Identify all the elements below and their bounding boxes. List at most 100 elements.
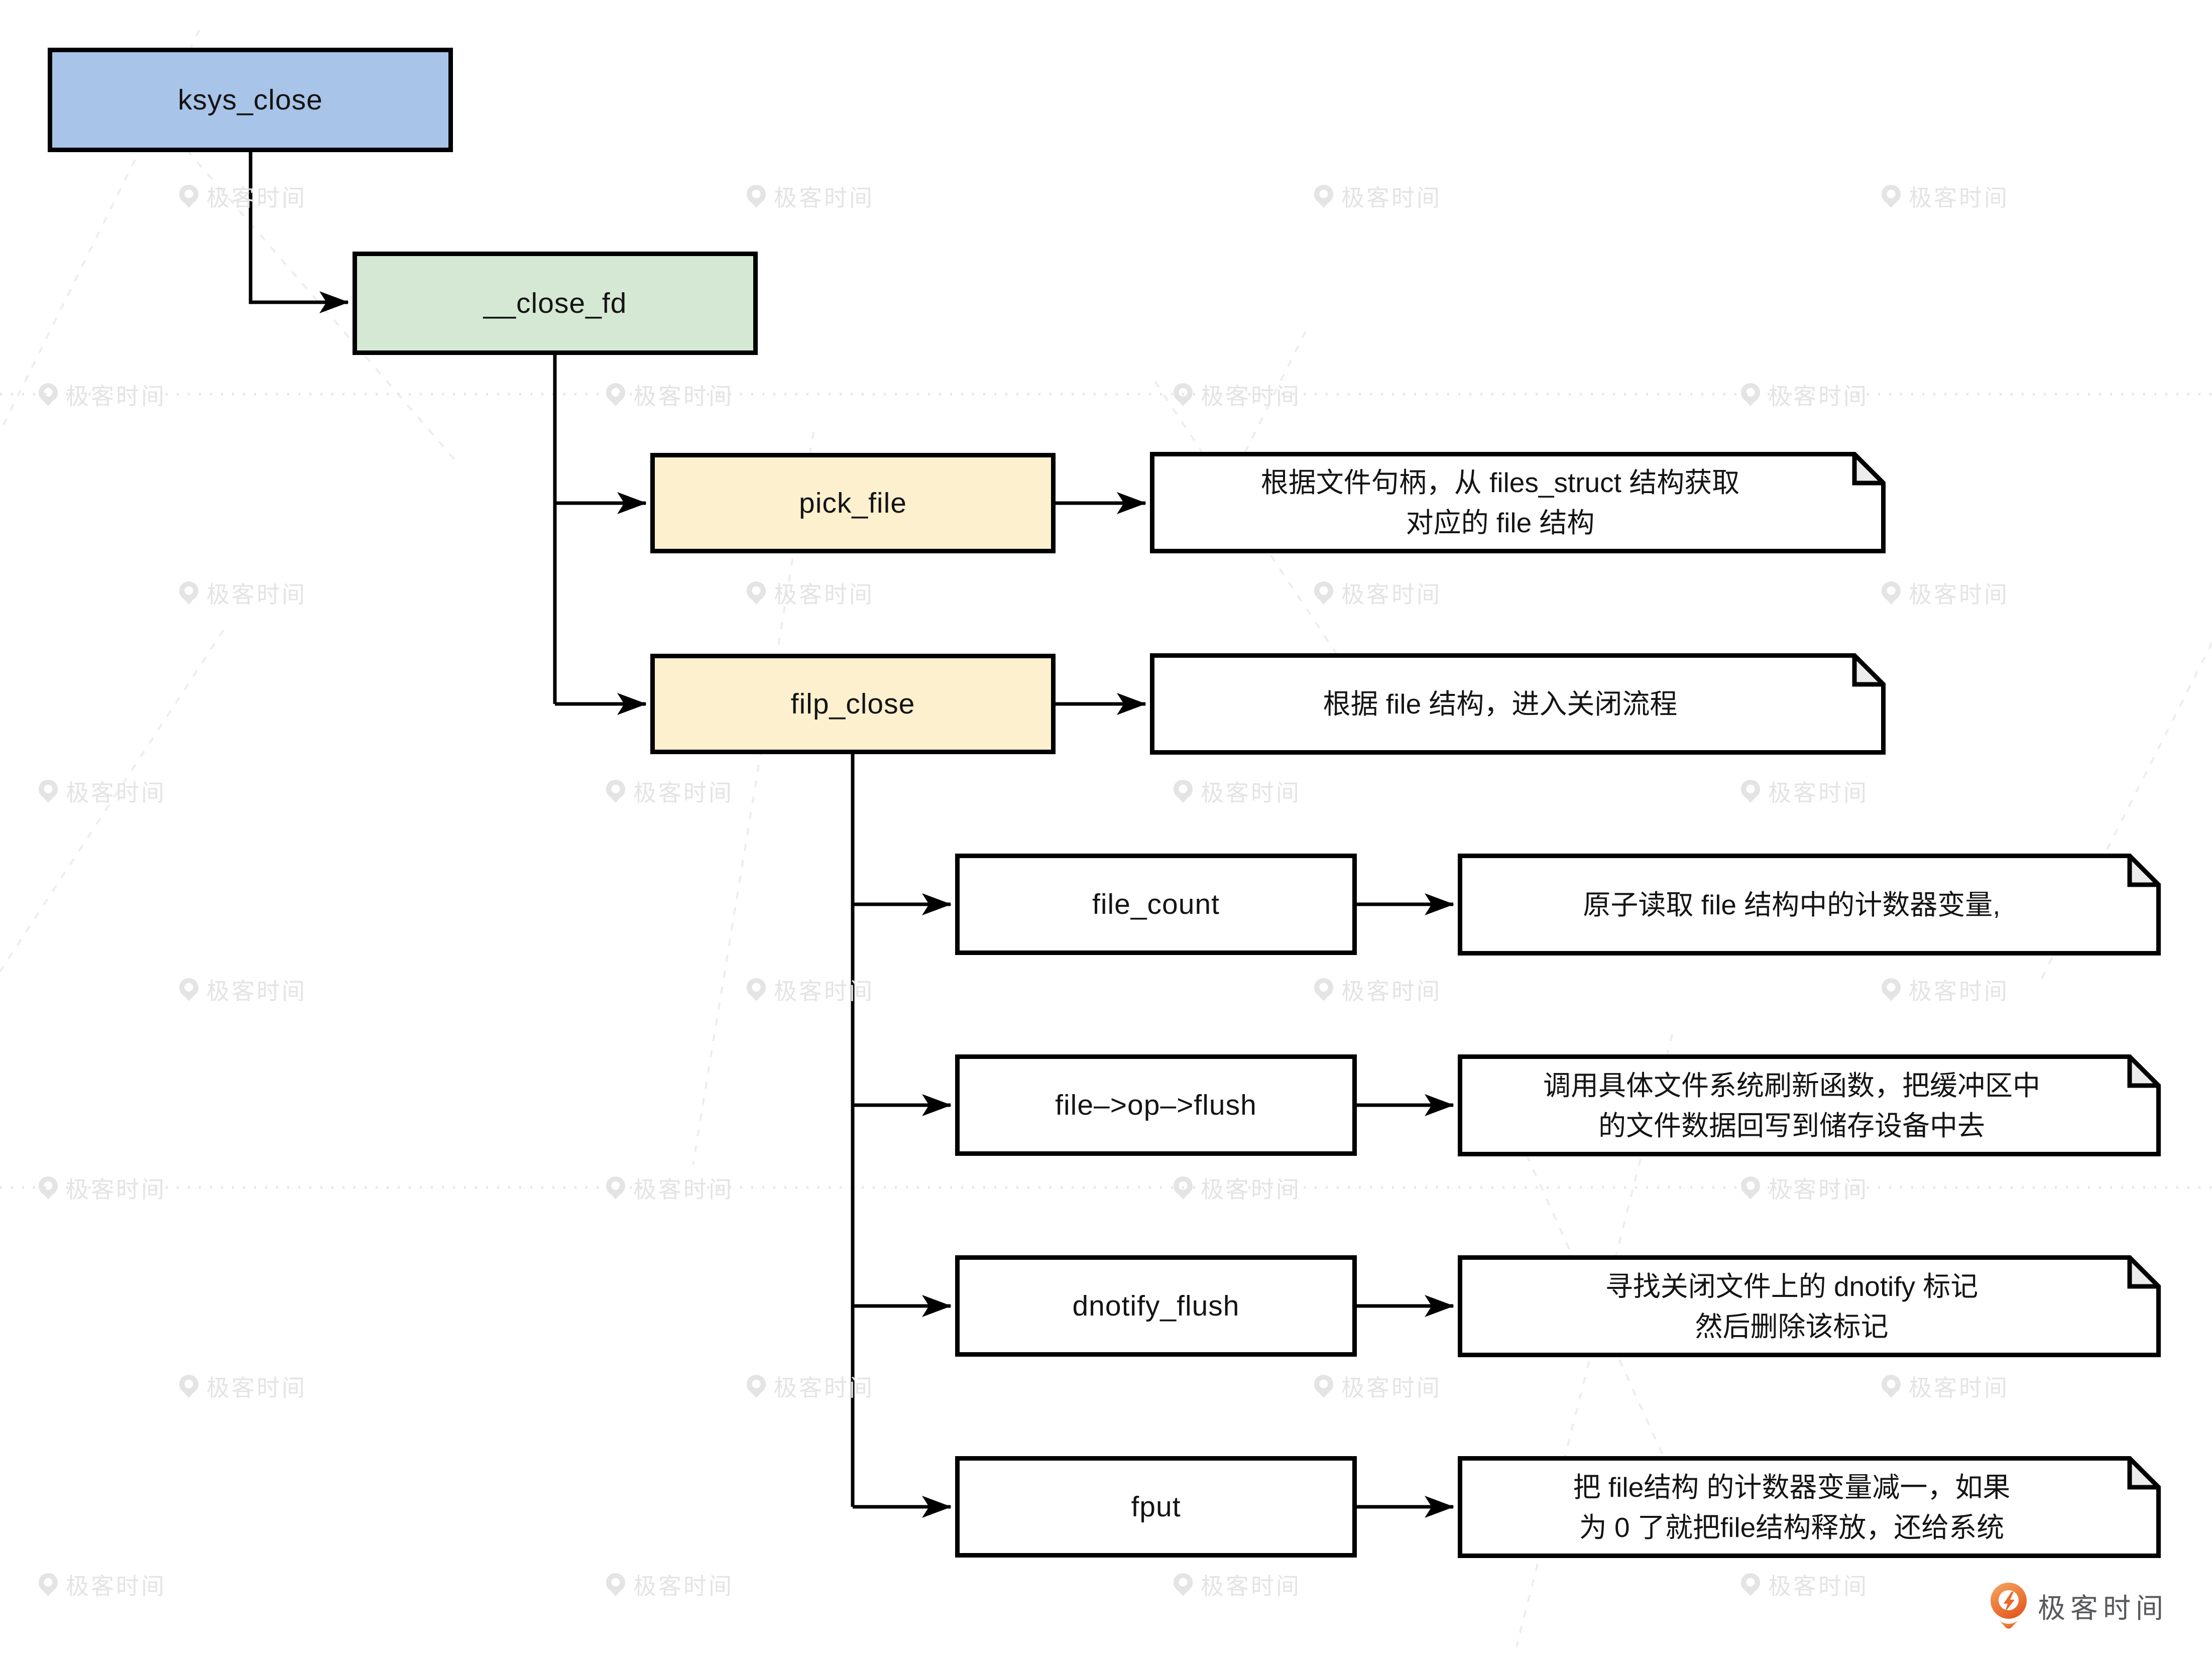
watermark: 极客时间 xyxy=(1173,1171,1301,1205)
watermark: 极客时间 xyxy=(746,973,874,1006)
note-line: 为 0 了就把file结构释放，还给系统 xyxy=(1579,1511,2005,1543)
note-text: 调用具体文件系统刷新函数，把缓冲区中 的文件数据回写到储存设备中去 xyxy=(1458,1054,2126,1156)
note-text: 把 file结构 的计数器变量减一，如果 为 0 了就把file结构释放，还给系… xyxy=(1458,1456,2126,1558)
node-label: file–>op–>flush xyxy=(1055,1089,1257,1121)
watermark: 极客时间 xyxy=(605,378,734,411)
geektime-pin-icon xyxy=(606,1176,626,1200)
geektime-pin-icon xyxy=(1314,185,1334,208)
node-label: ksys_close xyxy=(178,84,323,116)
geektime-pin-icon xyxy=(179,1375,199,1398)
node-dnotify-flush: dnotify_flush xyxy=(955,1255,1357,1357)
watermark: 极客时间 xyxy=(1313,576,1442,610)
watermark: 极客时间 xyxy=(746,1370,874,1403)
node-ksys-close: ksys_close xyxy=(48,48,453,152)
geektime-pin-icon xyxy=(746,581,766,605)
watermark: 极客时间 xyxy=(38,378,166,411)
geektime-pin-icon xyxy=(179,581,199,605)
note-line: 原子读取 file 结构中的计数器变量, xyxy=(1583,889,2001,920)
note-line: 根据 file 结构，进入关闭流程 xyxy=(1323,688,1678,720)
note-filp-close: 根据 file 结构，进入关闭流程 xyxy=(1150,653,1886,755)
watermark-diagonal-lines xyxy=(0,30,2212,1647)
node-file-count: file_count xyxy=(955,854,1357,955)
note-fput: 把 file结构 的计数器变量减一，如果 为 0 了就把file结构释放，还给系… xyxy=(1458,1456,2161,1558)
note-file-op-flush: 调用具体文件系统刷新函数，把缓冲区中 的文件数据回写到储存设备中去 xyxy=(1458,1054,2161,1156)
watermark: 极客时间 xyxy=(1313,973,1442,1006)
note-fold-corner xyxy=(1852,653,1886,687)
watermark: 极客时间 xyxy=(1173,378,1301,411)
note-fold-corner xyxy=(2127,1255,2161,1289)
watermark: 极客时间 xyxy=(746,576,874,610)
geektime-pin-icon xyxy=(38,780,58,803)
watermark: 极客时间 xyxy=(1173,1568,1301,1601)
geektime-pin-icon xyxy=(38,1176,58,1200)
note-line: 寻找关闭文件上的 dnotify 标记 xyxy=(1605,1270,1978,1302)
note-line: 的文件数据回写到储存设备中去 xyxy=(1598,1110,1985,1141)
geektime-pin-icon xyxy=(606,780,626,803)
geektime-pin-icon xyxy=(1314,978,1334,1001)
geektime-pin-icon xyxy=(1881,581,1901,605)
geektime-pin-icon xyxy=(1173,780,1193,803)
node-label: __close_fd xyxy=(483,287,627,319)
watermark: 极客时间 xyxy=(1881,576,2009,610)
geektime-pin-icon xyxy=(1173,1176,1193,1200)
node-label: filp_close xyxy=(790,688,915,720)
watermark: 极客时间 xyxy=(1740,1568,1869,1601)
note-dnotify-flush: 寻找关闭文件上的 dnotify 标记 然后删除该标记 xyxy=(1458,1255,2161,1357)
geektime-pin-icon xyxy=(1314,1375,1334,1398)
geektime-pin-icon xyxy=(1881,978,1901,1001)
note-line: 对应的 file 结构 xyxy=(1406,507,1595,538)
note-text: 原子读取 file 结构中的计数器变量, xyxy=(1458,854,2126,956)
node-file-op-flush: file–>op–>flush xyxy=(955,1054,1357,1156)
geektime-pin-icon xyxy=(1173,383,1193,406)
node-fput: fput xyxy=(955,1456,1357,1558)
watermark: 极客时间 xyxy=(605,1568,734,1601)
watermark: 极客时间 xyxy=(1881,180,2009,213)
note-line: 然后删除该标记 xyxy=(1695,1310,1889,1342)
node-close-fd: __close_fd xyxy=(353,252,758,355)
geektime-pin-icon xyxy=(1881,1375,1901,1398)
watermark: 极客时间 xyxy=(1881,973,2009,1006)
geektime-logo-icon xyxy=(1991,1583,2027,1629)
geektime-pin-icon xyxy=(746,1375,766,1398)
note-file-count: 原子读取 file 结构中的计数器变量, xyxy=(1458,854,2161,956)
geektime-pin-icon xyxy=(1740,1573,1761,1596)
watermark: 极客时间 xyxy=(38,775,166,808)
note-fold-corner xyxy=(2127,854,2161,887)
note-text: 根据 file 结构，进入关闭流程 xyxy=(1150,653,1850,755)
geektime-pin-icon xyxy=(1314,581,1334,605)
watermark: 极客时间 xyxy=(178,576,307,610)
watermark: 极客时间 xyxy=(1313,180,1442,213)
watermark: 极客时间 xyxy=(1313,1370,1442,1403)
geektime-brand: 极客时间 xyxy=(1990,1583,2168,1629)
geektime-pin-icon xyxy=(1881,185,1901,208)
watermark: 极客时间 xyxy=(1740,1171,1869,1205)
brand-name: 极客时间 xyxy=(2038,1593,2169,1624)
watermark: 极客时间 xyxy=(178,180,307,213)
watermark: 极客时间 xyxy=(1881,1370,2009,1403)
geektime-pin-icon xyxy=(746,185,766,208)
note-text: 寻找关闭文件上的 dnotify 标记 然后删除该标记 xyxy=(1458,1255,2126,1357)
note-pick-file: 根据文件句柄，从 files_struct 结构获取 对应的 file 结构 xyxy=(1150,452,1886,553)
watermark: 极客时间 xyxy=(38,1171,166,1205)
geektime-pin-icon xyxy=(38,383,58,406)
watermark: 极客时间 xyxy=(38,1568,166,1601)
note-fold-corner xyxy=(2127,1456,2161,1490)
geektime-pin-icon xyxy=(1173,1573,1193,1596)
watermark: 极客时间 xyxy=(178,973,307,1006)
geektime-pin-icon xyxy=(606,383,626,406)
geektime-pin-icon xyxy=(1740,780,1761,803)
node-label: fput xyxy=(1131,1491,1181,1523)
watermark: 极客时间 xyxy=(1740,378,1869,411)
geektime-pin-icon xyxy=(179,185,199,208)
note-fold-corner xyxy=(1852,452,1886,486)
watermark: 极客时间 xyxy=(1173,775,1301,808)
node-filp-close: filp_close xyxy=(650,654,1056,754)
geektime-pin-icon xyxy=(1740,1176,1761,1200)
watermark: 极客时间 xyxy=(746,180,874,213)
watermark: 极客时间 xyxy=(605,775,734,808)
note-text: 根据文件句柄，从 files_struct 结构获取 对应的 file 结构 xyxy=(1150,452,1850,553)
note-line: 根据文件句柄，从 files_struct 结构获取 xyxy=(1260,467,1740,498)
geektime-pin-icon xyxy=(1740,383,1761,406)
note-line: 把 file结构 的计数器变量减一，如果 xyxy=(1573,1471,2011,1503)
